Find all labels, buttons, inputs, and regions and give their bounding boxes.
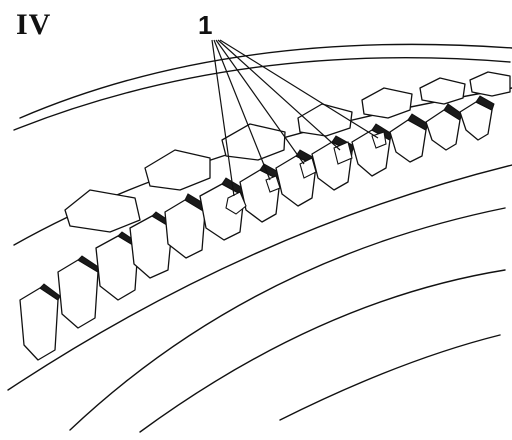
gear-band-bottom	[7, 164, 512, 391]
back-tooth	[361, 87, 413, 119]
leader-line	[215, 39, 305, 165]
wear-mark	[225, 191, 247, 215]
panel-label: IV	[16, 8, 52, 41]
leader-line	[219, 39, 379, 139]
leader-line	[217, 39, 341, 151]
back-tooth	[221, 123, 286, 161]
inner-rim-arc-2	[139, 269, 506, 433]
outer-rim-arc-2	[13, 57, 511, 131]
inner-rim-arc-3	[279, 334, 501, 421]
back-tooth	[419, 77, 466, 105]
outer-rim-arc	[19, 43, 512, 119]
wear-mark	[333, 141, 353, 165]
leader-line	[213, 39, 271, 181]
inner-rim-arc	[69, 207, 506, 431]
callout-number: 1	[198, 10, 213, 40]
gear-tooth	[19, 287, 59, 361]
gear-tooth	[57, 259, 99, 329]
back-tooth	[64, 189, 141, 233]
back-tooth	[469, 71, 511, 97]
tooth-shadow	[475, 95, 495, 111]
callout-leaders	[211, 39, 379, 197]
worn-tooth-marks	[225, 131, 387, 215]
back-tooth	[297, 103, 353, 137]
leader-line	[211, 39, 235, 197]
back-tooth	[144, 149, 211, 191]
back-teeth-row	[64, 71, 511, 233]
